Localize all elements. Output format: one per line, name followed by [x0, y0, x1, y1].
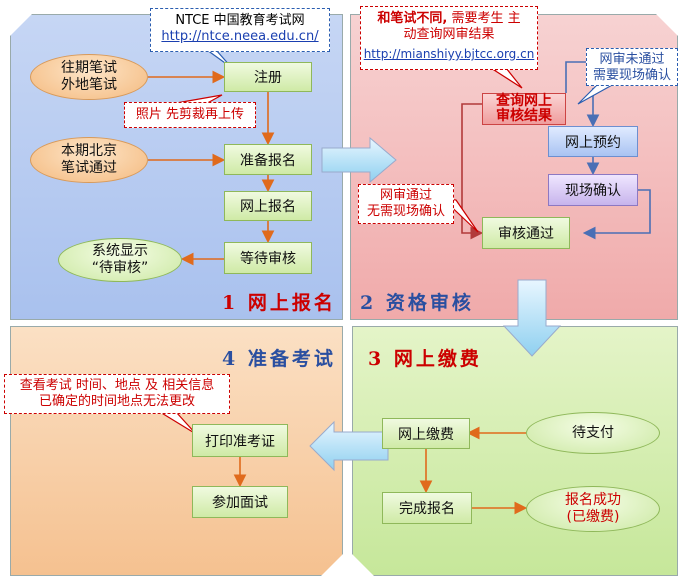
node-apply-success-line1: 报名成功 [565, 492, 621, 508]
callout-ntce-url[interactable]: http://ntce.neea.edu.cn/ [161, 29, 319, 44]
node-online-booking: 网上预约 [548, 126, 638, 157]
node-current-exam-line2: 笔试通过 [61, 160, 117, 176]
callout-online-pass-line1: 网审通过 [379, 188, 432, 203]
node-previous-exam-line1: 往期笔试 [61, 60, 117, 76]
node-onsite-confirm: 现场确认 [548, 174, 638, 206]
node-query-result-line2: 审核结果 [496, 108, 552, 124]
node-print-ticket: 打印准考证 [192, 424, 288, 457]
node-apply-success-line2: (已缴费) [566, 509, 620, 525]
node-online-pay: 网上缴费 [382, 418, 470, 449]
callout-exam-info: 查看考试 时间、地点 及 相关信息 已确定的时间地点无法更改 [4, 374, 230, 414]
node-prepare-apply: 准备报名 [224, 144, 312, 175]
panel-title-3: 3 网上缴费 [368, 348, 482, 370]
node-previous-exam-line2: 外地笔试 [61, 77, 117, 93]
callout-online-pass-line2: 无需现场确认 [366, 204, 445, 219]
node-attend-interview: 参加面试 [192, 486, 288, 518]
node-current-exam-line1: 本期北京 [61, 143, 117, 159]
node-done-apply: 完成报名 [382, 492, 472, 524]
node-system-show-line2: “待审核” [91, 260, 149, 276]
callout-online-fail-line2: 需要现场确认 [592, 68, 671, 83]
node-query-result-line1: 查询网上 [496, 93, 552, 109]
node-online-apply: 网上报名 [224, 191, 312, 221]
callout-ntce-title: NTCE 中国教育考试网 [175, 13, 305, 28]
callout-online-fail-line1: 网审未通过 [599, 52, 665, 67]
callout-ntce: NTCE 中国教育考试网 http://ntce.neea.edu.cn/ [150, 8, 330, 52]
node-current-exam: 本期北京笔试通过 [30, 137, 148, 183]
node-register: 注册 [224, 62, 312, 92]
callout-online-pass: 网审通过 无需现场确认 [358, 184, 454, 224]
panel-title-2: 2 资格审核 [360, 292, 474, 314]
callout-notice-url[interactable]: http://mianshiyy.bjtcc.org.cn [363, 47, 535, 61]
node-query-result: 查询网上 审核结果 [482, 93, 566, 125]
callout-notice-line2: 动查询网审结果 [403, 27, 495, 42]
panel-title-4: 4 准备考试 [222, 348, 336, 370]
callout-photo: 照片 先剪裁再上传 [124, 102, 256, 128]
callout-online-fail: 网审未通过 需要现场确认 [586, 48, 678, 86]
node-system-show: 系统显示“待审核” [58, 238, 182, 282]
callout-notice: 和笔试不同, 需要考生 主 动查询网审结果 http://mianshiyy.b… [360, 6, 538, 70]
node-system-show-line1: 系统显示 [91, 243, 148, 259]
node-pending-pay: 待支付 [526, 412, 660, 454]
node-apply-success: 报名成功(已缴费) [526, 486, 660, 532]
callout-notice-bold: 和笔试不同, [377, 11, 448, 26]
callout-exam-info-line1: 查看考试 时间、地点 及 相关信息 [19, 378, 215, 393]
callout-exam-info-line2: 已确定的时间地点无法更改 [38, 394, 195, 409]
node-review-pass: 审核通过 [482, 217, 570, 249]
panel-title-1: 1 网上报名 [222, 292, 336, 314]
node-wait-review: 等待审核 [224, 242, 312, 274]
node-previous-exam: 往期笔试外地笔试 [30, 54, 148, 100]
callout-notice-rest: 需要考生 主 [447, 11, 521, 26]
